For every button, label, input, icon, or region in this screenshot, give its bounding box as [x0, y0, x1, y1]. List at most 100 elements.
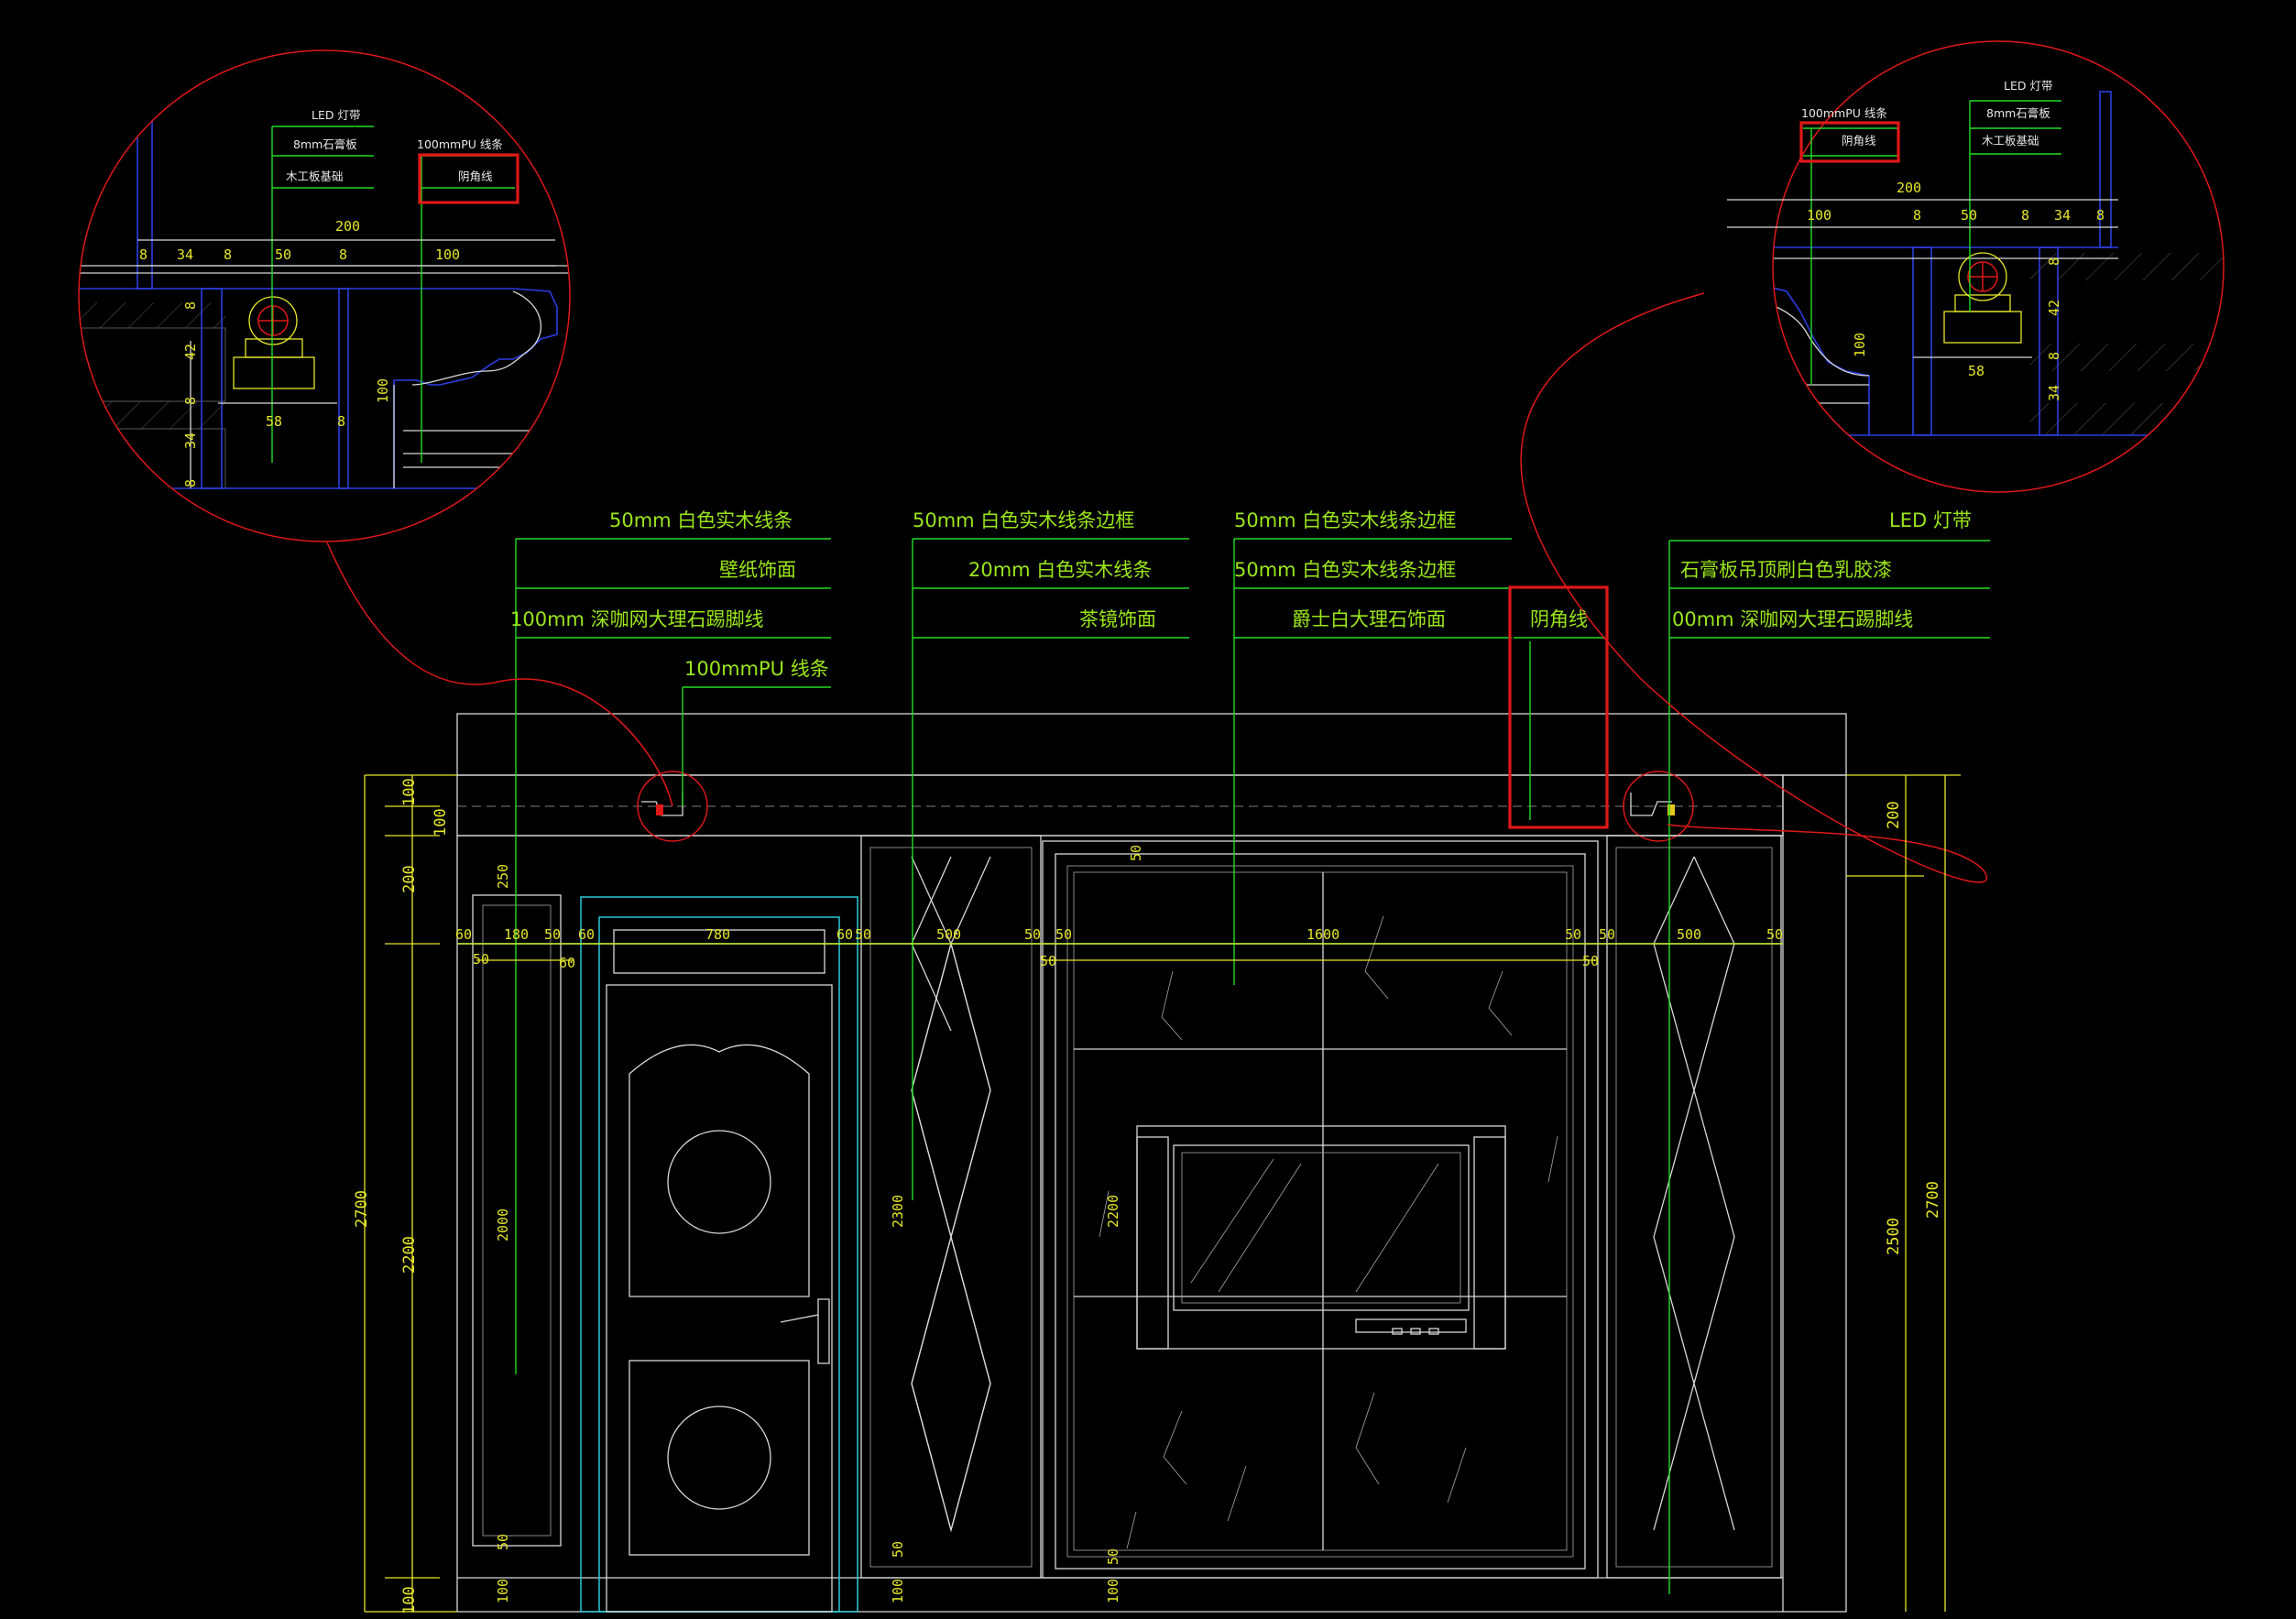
dim-w-180: 180: [504, 926, 529, 943]
label-center-2: 50mm 白色实木线条边框: [1234, 559, 1456, 581]
detail-right-texts: LED 灯带 100mmPU 线条 8mm石膏板 木工板基础 阴角线 200 1…: [1801, 79, 2105, 401]
dr-label-pu: 100mmPU 线条: [1801, 106, 1887, 120]
dl-side-8c: 8: [182, 479, 199, 487]
dim-w-50b: 50: [855, 926, 871, 943]
dl-side-58: 58: [266, 413, 282, 430]
dl-dim-50: 50: [275, 246, 291, 263]
door-handle: [780, 1298, 830, 1364]
annotations: 50mm 白色实木线条 壁纸饰面 100mm 深咖网大理石踢脚线 100mmPU…: [510, 509, 1972, 680]
dim-w-780: 780: [705, 926, 730, 943]
door-circle-lower: [667, 1406, 771, 1510]
dim-left-total: 2700: [353, 1190, 371, 1228]
dim-w-60b: 60: [578, 926, 595, 943]
elevation-drawing: [326, 292, 1990, 1613]
dim-h-2200: 2200: [1105, 1195, 1121, 1228]
dl-side-42: 42: [182, 344, 199, 360]
dim-h-2300: 2300: [890, 1195, 906, 1228]
dim-h-100a: 100: [495, 1579, 511, 1603]
label-mid-1: 50mm 白色实木线条边框: [913, 509, 1134, 531]
dr-dim-34: 34: [2054, 207, 2071, 224]
dr-side-8a: 8: [2046, 257, 2062, 266]
label-mid-3: 茶镜饰面: [1079, 608, 1156, 630]
label-center-4: 阴角线: [1530, 608, 1588, 630]
dr-dim-200: 200: [1897, 180, 1921, 196]
dim-sub-60: 60: [559, 955, 575, 971]
label-center-1: 50mm 白色实木线条边框: [1234, 509, 1456, 531]
dim-w-50f: 50: [1599, 926, 1615, 943]
highlight-box-left: [418, 153, 519, 204]
dl-dim-34: 34: [177, 246, 193, 263]
dl-label-gypsum: 8mm石膏板: [293, 137, 357, 151]
dim-w-50d: 50: [1055, 926, 1072, 943]
dr-label-led: LED 灯带: [2004, 79, 2052, 93]
dr-dim-8c: 8: [2096, 207, 2105, 224]
dr-side-42: 42: [2046, 300, 2062, 316]
dl-dim-8a: 8: [139, 246, 148, 263]
dim-h-100c: 100: [1105, 1579, 1121, 1603]
door-leaf: [606, 984, 833, 1613]
tv-screen: [1173, 1144, 1470, 1311]
dl-side-8a: 8: [182, 301, 199, 310]
dim-right-total: 2700: [1924, 1181, 1942, 1219]
highlight-box-right: [1799, 121, 1900, 163]
dl-side-100: 100: [375, 378, 391, 403]
dl-dim-100: 100: [435, 246, 460, 263]
dim-w-50a: 50: [544, 926, 561, 943]
mirror-panel-left: [860, 835, 1042, 1579]
dimension-texts: 100 100 200 2200 100 2700 200 2500 2700 …: [353, 778, 1942, 1614]
dim-left-100a: 100: [400, 778, 419, 806]
dim-h-2000: 2000: [495, 1209, 511, 1242]
mirror-panel-right: [1606, 835, 1782, 1579]
dim-left-100c: 100: [400, 1586, 419, 1614]
label-right-1: LED 灯带: [1889, 509, 1972, 531]
dim-left-100b: 100: [432, 808, 450, 837]
dr-side-8b: 8: [2046, 352, 2062, 360]
dim-h-50b: 50: [890, 1541, 906, 1558]
dim-sub-50c: 50: [1582, 953, 1599, 969]
detail-bubble-right: [1727, 40, 2225, 493]
marble-wall: [1042, 840, 1599, 1579]
dr-side-58: 58: [1968, 363, 1984, 379]
label-left-4: 100mmPU 线条: [684, 658, 829, 680]
dim-left-200: 200: [400, 865, 419, 893]
door-transom: [613, 929, 825, 974]
dl-side-8d: 8: [337, 413, 345, 430]
tv-unit: [1136, 1125, 1506, 1350]
label-center-3: 爵士白大理石饰面: [1292, 608, 1446, 630]
detail-left-texts: LED 灯带 8mm石膏板 木工板基础 100mmPU 线条 阴角线 200 8…: [139, 108, 503, 487]
dl-side-34: 34: [182, 432, 199, 449]
right-wall-section: [1782, 774, 1847, 1613]
dim-w-1600: 1600: [1307, 926, 1339, 943]
door-frame: [580, 896, 858, 1613]
left-narrow-panel: [472, 894, 562, 1547]
dl-dim-8b: 8: [224, 246, 232, 263]
detail-bubble-left: [78, 49, 571, 542]
dim-w-500a: 500: [936, 926, 961, 943]
dim-h-250: 250: [495, 864, 511, 889]
label-right-2: 石膏板吊顶刷白色乳胶漆: [1680, 559, 1892, 581]
label-right-3: 00mm 深咖网大理石踢脚线: [1672, 608, 1913, 630]
door-circle-upper: [667, 1130, 771, 1234]
dr-label-wood: 木工板基础: [1982, 134, 2039, 148]
dim-w-500b: 500: [1677, 926, 1701, 943]
dr-dim-50: 50: [1961, 207, 1977, 224]
dr-side-100: 100: [1852, 333, 1868, 357]
dl-side-8b: 8: [182, 397, 199, 405]
dl-dim-200: 200: [335, 218, 360, 235]
dim-w-60a: 60: [455, 926, 472, 943]
label-left-3: 100mm 深咖网大理石踢脚线: [510, 608, 764, 630]
dr-label-corner: 阴角线: [1842, 134, 1876, 148]
dl-label-led: LED 灯带: [312, 108, 360, 122]
dr-dim-8a: 8: [1913, 207, 1921, 224]
highlight-box-main: [1508, 585, 1609, 829]
dl-label-wood: 木工板基础: [286, 170, 344, 183]
dim-h-50c: 50: [1105, 1548, 1121, 1565]
dr-dim-100: 100: [1807, 207, 1831, 224]
dim-right-2500: 2500: [1885, 1218, 1903, 1255]
dim-sub-50b: 50: [1040, 953, 1056, 969]
dim-left-2200: 2200: [400, 1236, 419, 1274]
dim-sub-50a: 50: [473, 951, 489, 968]
label-mid-2: 20mm 白色实木线条: [968, 559, 1152, 581]
ceiling-slab: [456, 713, 1847, 776]
dim-w-50e: 50: [1565, 926, 1581, 943]
